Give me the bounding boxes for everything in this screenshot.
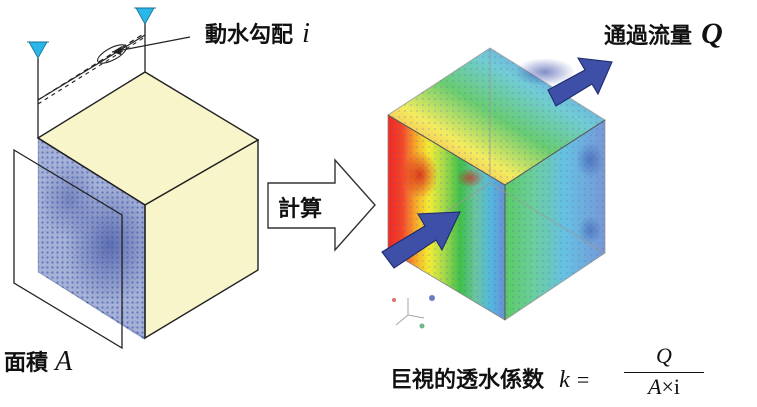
gradient-dashed-line xyxy=(37,32,146,101)
compute-text: 計算 xyxy=(278,197,323,222)
flow-rate-label: 通過流量 Q xyxy=(604,17,723,51)
fraction-bar xyxy=(624,372,704,373)
area-plane xyxy=(13,148,123,350)
hydraulic-gradient-symbol: i xyxy=(302,18,310,49)
water-level-marker-right xyxy=(135,7,155,25)
denominator-times: × xyxy=(661,374,674,399)
right-cube-group xyxy=(381,47,613,329)
fraction-denominator: A×i xyxy=(618,373,710,401)
water-level-marker-left xyxy=(28,41,48,59)
denominator-a: A xyxy=(648,374,662,399)
flow-rate-symbol: Q xyxy=(701,17,723,50)
permeability-fraction: Q A×i xyxy=(618,342,710,401)
outflow-arrow xyxy=(547,57,613,107)
compute-label: 計算 xyxy=(278,191,322,223)
flow-rate-text: 通過流量 xyxy=(604,24,693,49)
area-text: 面積 xyxy=(4,351,49,376)
macro-permeability-text: 巨視的透水係数 xyxy=(390,368,545,393)
k-symbol: k xyxy=(559,367,570,393)
hydraulic-gradient-label: 動水勾配 i xyxy=(205,17,310,50)
macro-permeability-label: 巨視的透水係数 k = xyxy=(390,362,589,394)
area-label: 面積 A xyxy=(4,345,72,378)
axis-triad-icon xyxy=(392,295,435,329)
area-symbol: A xyxy=(55,346,73,377)
denominator-i: i xyxy=(673,374,680,399)
hydraulic-gradient-text: 動水勾配 xyxy=(205,23,294,48)
compute-arrow xyxy=(267,158,376,252)
fraction-numerator: Q xyxy=(656,343,672,368)
gradient-angle-ellipse xyxy=(97,44,127,64)
gradient-pointer-line xyxy=(111,36,191,53)
inflow-arrow xyxy=(381,211,461,269)
equals-sign: = xyxy=(576,367,590,392)
left-cube-group xyxy=(13,7,260,350)
